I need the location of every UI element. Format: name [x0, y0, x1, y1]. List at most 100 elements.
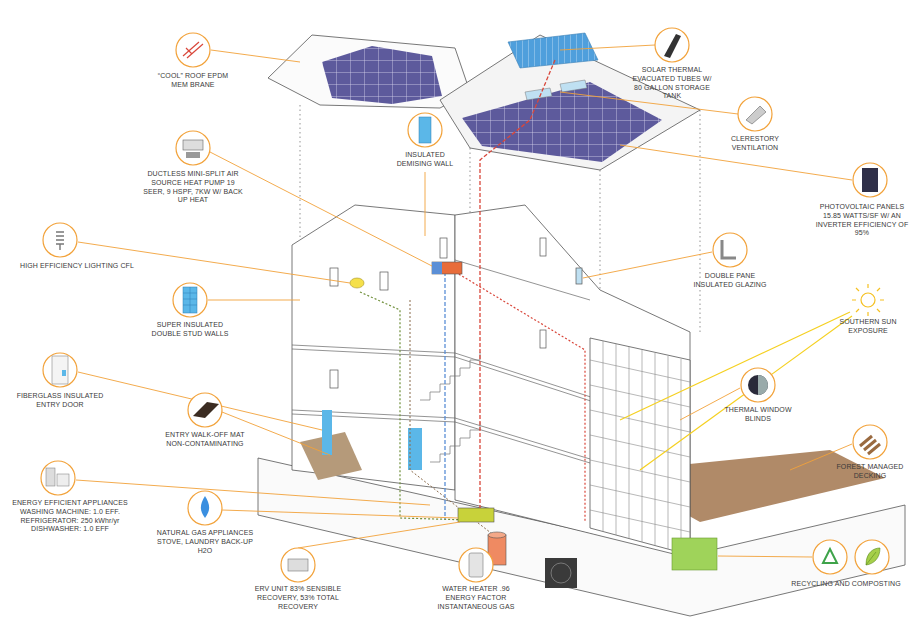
callout-label: ERV UNIT 83% SENSIBLE RECOVERY, 53% TOTA…	[242, 585, 354, 611]
callout-label: NATURAL GAS APPLIANCES STOVE, LAUNDRY BA…	[149, 529, 261, 555]
icon-circle	[173, 283, 207, 317]
sun-ray	[620, 312, 852, 470]
leader-line	[425, 172, 426, 236]
window	[540, 330, 546, 348]
pipe	[480, 60, 555, 512]
callout-label: DOUBLE PANE INSULATED GLAZING	[685, 272, 775, 290]
blinds-icon	[748, 375, 768, 395]
icon-circle	[713, 233, 747, 267]
callout-label: RECYCLING AND COMPOSTING	[780, 580, 912, 589]
clerestory-icon	[746, 106, 766, 124]
icon-circle	[41, 28, 889, 582]
sun-icon	[852, 284, 884, 316]
icon-circle	[853, 163, 887, 197]
callout-label: CLERESTORY VENTILATION	[724, 135, 786, 153]
leader-line	[560, 45, 655, 50]
appliance-icon	[46, 468, 55, 486]
roof-left	[268, 35, 470, 108]
clerestory	[560, 80, 587, 92]
callout-label: HIGH EFFICIENCY LIGHTING CFL	[15, 262, 139, 271]
callout-label: SUPER INSULATED DOUBLE STUD WALLS	[145, 321, 235, 339]
stud-wall-icon	[183, 287, 197, 313]
icon-circle	[738, 97, 772, 131]
callout-label: DUCTLESS MINI-SPLIT AIR SOURCE HEAT PUMP…	[140, 170, 246, 205]
window-mullion	[590, 360, 690, 532]
callout-label: SOLAR THERMAL EVACUATED TUBES W/ 80 GALL…	[632, 66, 712, 101]
icon-circle	[188, 393, 222, 427]
recycle-icon	[823, 549, 837, 563]
window	[330, 370, 338, 388]
stair	[430, 422, 480, 462]
callout-label: FIBERGLASS INSULATED ENTRY DOOR	[9, 392, 111, 410]
house	[258, 60, 905, 616]
icon-circle	[43, 353, 77, 387]
roof-icon	[183, 42, 203, 58]
light-fixture	[350, 278, 364, 288]
window	[380, 272, 388, 290]
icon-circle	[853, 425, 887, 459]
mat-icon	[193, 402, 219, 418]
pipe	[410, 300, 500, 540]
wall-icon	[419, 117, 431, 143]
entry-door	[322, 410, 332, 455]
sun-icon	[861, 293, 875, 307]
stud-wall-icon	[183, 287, 197, 313]
window-wall	[590, 338, 690, 555]
solar-thermal-icon	[664, 34, 681, 58]
blinds-icon	[758, 375, 768, 395]
erv-icon	[288, 559, 308, 571]
sun-ray	[640, 316, 852, 470]
sun-ray	[620, 312, 850, 420]
icon-circle	[855, 540, 889, 574]
icon-circle	[813, 540, 847, 574]
icon-circle	[176, 33, 210, 67]
callout-label: INSULATED DEMISING WALL	[392, 151, 458, 169]
icon-circle	[459, 548, 493, 582]
leaf-icon	[866, 548, 880, 565]
callout-label: PHOTOVOLTAIC PANELS 15.85 WATTS/SF W/ AN…	[815, 203, 909, 238]
cfl-icon	[56, 232, 64, 250]
leader-line	[222, 510, 458, 518]
door-icon	[52, 356, 68, 384]
pv-array	[462, 82, 662, 162]
leader-line	[718, 556, 812, 557]
indoor-heat-pump	[432, 262, 442, 274]
floor-slab	[455, 260, 590, 300]
icon-circle	[408, 113, 442, 147]
projection-line	[470, 148, 471, 215]
window	[330, 268, 338, 286]
pipe	[452, 270, 585, 522]
window	[540, 238, 546, 256]
wall-left	[292, 205, 455, 490]
flame-icon	[201, 496, 209, 518]
callout-label: FOREST MANAGED DECKING	[833, 463, 907, 481]
leader-line	[76, 45, 852, 562]
icon-circle	[176, 131, 210, 165]
window	[576, 268, 582, 284]
appliance-icon	[57, 474, 69, 486]
leader-line	[583, 252, 712, 278]
icon-circle	[43, 223, 77, 257]
mini-split-icon	[186, 152, 200, 158]
water-heater-icon	[469, 553, 483, 577]
leader-line	[78, 372, 322, 430]
water-heater	[488, 532, 506, 538]
projection-line	[600, 170, 601, 290]
leader-line	[560, 92, 738, 114]
indoor-heat-pump	[432, 262, 462, 274]
window	[440, 238, 447, 258]
leader-line	[210, 152, 432, 266]
decking-icon	[860, 436, 880, 454]
leader-line	[208, 300, 300, 301]
recycling-bin	[672, 538, 717, 570]
callout-label: ENERGY EFFICIENT APPLIANCES WASHING MACH…	[3, 499, 137, 534]
glazing-icon	[722, 240, 736, 258]
wall-right	[455, 205, 690, 558]
solar-thermal	[508, 33, 598, 68]
floor-slab	[292, 345, 600, 404]
icon-circle	[741, 368, 775, 402]
callout-label: SOUTHERN SUN EXPOSURE	[834, 318, 902, 336]
leader-line	[298, 522, 460, 548]
projection-line	[700, 110, 701, 332]
